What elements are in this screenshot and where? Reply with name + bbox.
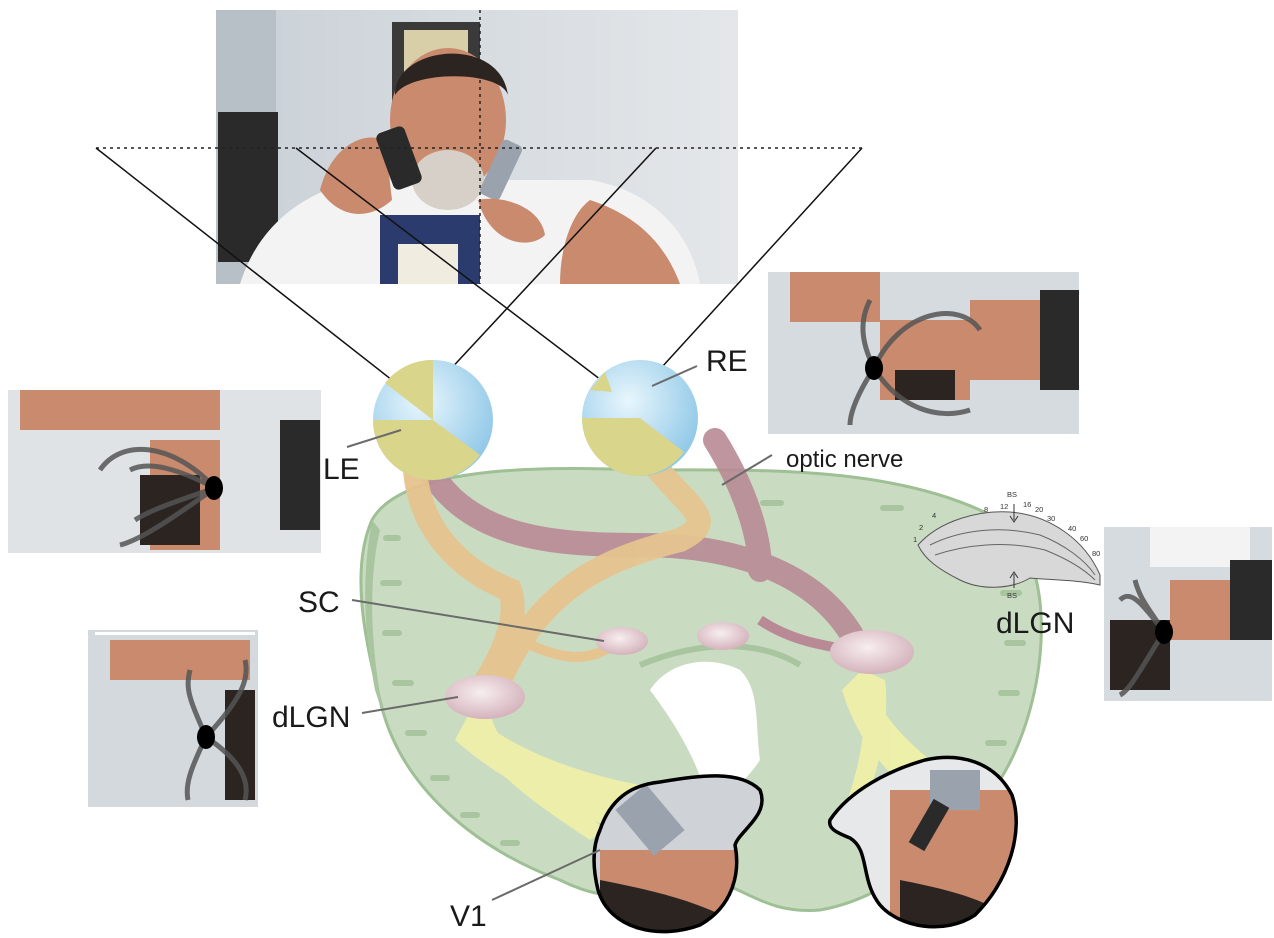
dlgn-map-number: 8: [984, 505, 988, 514]
dlgn-map-number: 4: [932, 511, 936, 520]
sc-right-nucleus: [697, 622, 749, 650]
optic-nerve-label: optic nerve: [786, 446, 903, 473]
scene-photo: [216, 10, 738, 284]
left-eye: [373, 360, 493, 480]
dlgn-map-number: 20: [1035, 505, 1043, 514]
left-eye-label: LE: [323, 453, 360, 486]
dlgn-map-number: 16: [1023, 500, 1031, 509]
sc-label: SC: [298, 586, 340, 619]
dlgn-right-nucleus: [830, 630, 914, 674]
right-dlgn-image: [1104, 527, 1272, 701]
dlgn-map-number: 1: [913, 535, 917, 544]
left-retina-image: [8, 390, 321, 553]
right-retina-image: [768, 272, 1079, 434]
dlgn-map-number: 40: [1068, 524, 1076, 533]
dlgn-map-number: 80: [1092, 549, 1100, 558]
right-eye-label: RE: [706, 345, 748, 378]
right-eye: [582, 360, 698, 476]
bs-top-label: BS: [1007, 490, 1017, 499]
dlgn-map-number: 60: [1080, 534, 1088, 543]
left-retina-image-2: [88, 630, 258, 807]
dlgn-map-number: 2: [919, 523, 923, 532]
v1-label: V1: [450, 900, 487, 933]
bs-bottom-label: BS: [1007, 591, 1017, 600]
dlgn-map-number: 12: [1000, 502, 1008, 511]
dlgn-right-label: dLGN: [996, 607, 1074, 640]
dlgn-map-number: 30: [1047, 514, 1055, 523]
dlgn-left-label: dLGN: [272, 701, 350, 734]
